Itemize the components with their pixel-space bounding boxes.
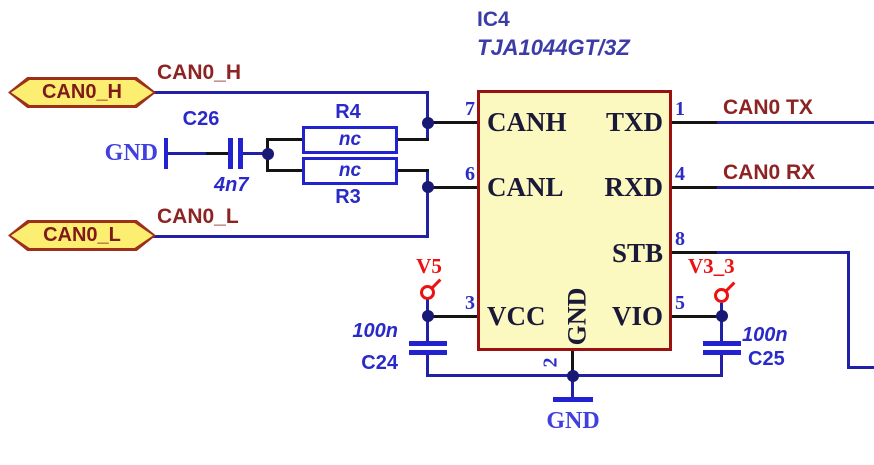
gnd-left-label: GND — [104, 140, 158, 166]
wire-stb-exit — [847, 366, 874, 369]
capacitor-c26-plate-left[interactable] — [228, 138, 233, 169]
wire-can0h-vertical — [426, 91, 429, 141]
net-label-can0rx: CAN0 RX — [723, 161, 816, 184]
wire-v5-to-c24 — [426, 299, 429, 345]
pin-stub-gnd — [571, 349, 574, 376]
pin-name-vcc: VCC — [487, 301, 546, 331]
wire-can0l-horizontal — [153, 235, 429, 238]
pin-stub-vcc — [428, 315, 477, 318]
pin-number-2: 2 — [539, 357, 562, 368]
pin-stub-stb — [671, 251, 717, 254]
resistor-r3-value: nc — [338, 160, 362, 181]
pin-number-8: 8 — [675, 228, 685, 250]
ic-body[interactable] — [477, 90, 672, 351]
pin-name-rxd: RXD — [604, 172, 664, 202]
port-can0-h-label: CAN0_H — [41, 81, 123, 103]
capacitor-c26-ref: C26 — [182, 108, 220, 130]
pin-stub-vio — [671, 315, 722, 318]
v33-supply-icon[interactable] — [714, 288, 729, 303]
junction-gnd-rail — [567, 370, 579, 382]
pin-number-3: 3 — [465, 292, 475, 314]
pin-stub-r3-left — [266, 169, 302, 172]
resistor-r4-ref: R4 — [335, 101, 361, 123]
port-can0-h[interactable]: CAN0_H — [8, 77, 156, 108]
port-can0-l[interactable]: CAN0_L — [8, 220, 156, 251]
ic-part-label: TJA1044GT/3Z — [477, 35, 630, 60]
wire-gnd-symbol-stub — [571, 377, 574, 399]
pin-stub-txd — [671, 121, 717, 124]
pin-number-7: 7 — [465, 98, 475, 120]
capacitor-c26-plate-right[interactable] — [238, 138, 243, 169]
capacitor-c24-plate-top[interactable] — [409, 341, 447, 346]
wire-c25-to-rail — [720, 355, 723, 377]
pin-name-canl: CANL — [487, 172, 564, 202]
gnd-bottom-label: GND — [546, 408, 600, 434]
wire-stb-vertical — [847, 251, 850, 369]
v33-supply-tick — [725, 281, 736, 292]
gnd-bottom-bar[interactable] — [553, 397, 593, 402]
resistor-r3[interactable]: nc — [302, 157, 398, 185]
wire-stb-horizontal — [717, 251, 850, 254]
wire-can0tx-net — [717, 121, 874, 124]
v33-label: V3_3 — [688, 254, 735, 278]
wire-c24-to-rail — [426, 355, 429, 377]
pin-name-stb: STB — [611, 238, 663, 268]
pin-name-canh: CANH — [487, 107, 567, 137]
capacitor-c24-ref: C24 — [361, 352, 398, 374]
pin-number-4: 4 — [675, 163, 685, 185]
port-can0-l-label: CAN0_L — [43, 224, 121, 246]
junction-vcc — [422, 310, 434, 322]
pin-name-vio: VIO — [611, 301, 663, 331]
wire-can0l-vertical — [426, 169, 429, 238]
capacitor-c24-value: 100n — [352, 320, 398, 342]
ic-ref-label: IC4 — [477, 8, 510, 31]
net-label-can0h: CAN0_H — [157, 61, 242, 84]
pin-name-gnd: GND — [562, 287, 592, 346]
net-label-can0l: CAN0_L — [157, 205, 239, 228]
pin-stub-canh — [428, 121, 477, 124]
resistor-r3-ref: R3 — [335, 186, 361, 208]
pin-stub-r4-right — [397, 138, 429, 141]
gnd-left-bar[interactable] — [164, 138, 168, 169]
resistor-r4[interactable]: nc — [302, 126, 398, 154]
capacitor-c25-ref: C25 — [748, 348, 785, 370]
v5-supply-tick — [431, 278, 442, 289]
pin-number-6: 6 — [465, 163, 475, 185]
port-can0-h-fill — [11, 80, 153, 105]
wire-can0h-horizontal — [153, 91, 429, 94]
capacitor-c26-value: 4n7 — [214, 174, 249, 196]
capacitor-c25-plate-top[interactable] — [703, 341, 741, 346]
junction-c26 — [262, 148, 274, 160]
pin-stub-r4-left — [266, 138, 302, 141]
net-label-can0tx: CAN0 TX — [723, 96, 813, 119]
pin-stub-rxd — [671, 186, 717, 189]
resistor-r4-value: nc — [338, 129, 362, 150]
junction-vio — [716, 310, 728, 322]
pin-stub-r3-right — [397, 169, 429, 172]
port-can0-l-fill — [11, 223, 153, 248]
capacitor-c25-plate-bottom[interactable] — [703, 350, 741, 355]
capacitor-c24-plate-bottom[interactable] — [409, 350, 447, 355]
pin-number-5: 5 — [675, 292, 685, 314]
wire-gnd-to-c26 — [168, 152, 208, 155]
pin-stub-c26 — [206, 152, 228, 155]
junction-canh — [422, 117, 434, 129]
v5-label: V5 — [416, 254, 442, 278]
wire-v33-to-c25 — [720, 303, 723, 345]
pin-stub-canl — [428, 186, 477, 189]
v5-supply-icon[interactable] — [420, 285, 435, 300]
pin-number-1: 1 — [675, 98, 685, 120]
wire-can0rx-net — [717, 186, 874, 189]
junction-canl — [422, 181, 434, 193]
capacitor-c25-value: 100n — [742, 324, 788, 346]
wire-c26-to-junction — [243, 152, 270, 155]
pin-name-txd: TXD — [605, 107, 663, 137]
